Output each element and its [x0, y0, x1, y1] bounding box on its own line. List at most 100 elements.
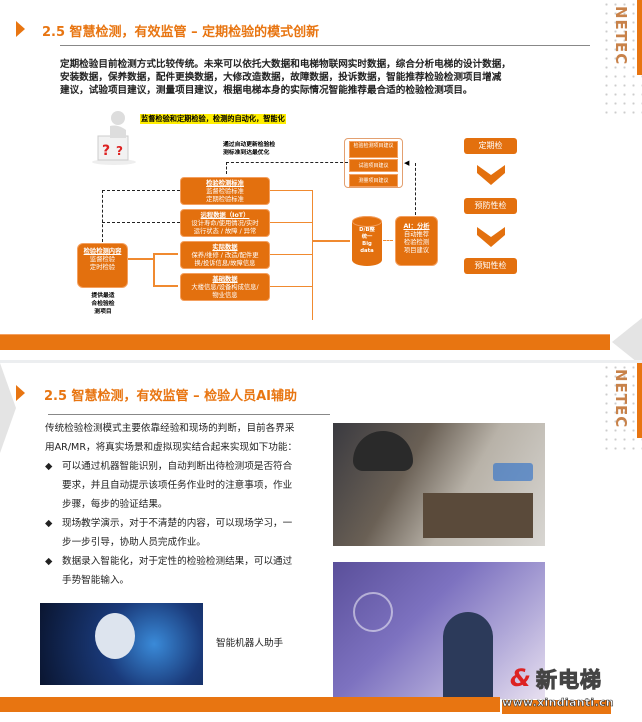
intro-text: 传统检验检测模式主要依靠经验和现场的判断，目前各界采用AR/MR，将真实场景和虚… [45, 423, 298, 453]
watermark-name: 新电梯 [536, 668, 602, 693]
corner-decoration [0, 363, 16, 453]
chevron-marker-icon [16, 21, 25, 37]
netec-logo: NETEC [612, 6, 630, 66]
paragraph-line: 定期检验目前检测方式比较传统。未来可以依托大数据和电梯物联网实时数据，综合分析电… [60, 59, 511, 70]
stage-predictive: 预知性检 [464, 258, 517, 274]
base-data-box: 基础数据 大楼信息/设备构成信息/ 物业信息 [180, 273, 270, 301]
cyl-line: data [360, 248, 374, 254]
box-line: 监督检验标准 [206, 188, 244, 195]
footer-bar [0, 334, 610, 350]
box-line: 监督检验 [89, 256, 116, 263]
cyl-line: Big [362, 241, 372, 247]
dashed-connector [102, 222, 180, 223]
ai-analysis-box: AI：分析 自动推荐 检验检测 项目建议 [395, 216, 438, 266]
suggestion-item: 测量项目建议 [349, 174, 398, 187]
slide-ai-assist: NETEC 2.5 智慧检测，有效监管 – 检验人员AI辅助 传统检验检测模式主… [0, 363, 642, 722]
connector [270, 190, 313, 191]
slide-title: 2.5 智慧检测，有效监管 – 定期检验的模式创新 [42, 25, 320, 40]
robot-assistant-image [40, 603, 203, 685]
optimization-note: 通过自动更新检验检 测标准到达最优化 [223, 141, 275, 157]
dashed-connector [226, 162, 348, 174]
box-line: 保养/维修 / 改造/配件更 [191, 252, 259, 259]
bullet-text: 可以通过机器智能识别，自动判断出待检测项是否符合要求，并且自动提示该项任务作业时… [62, 461, 293, 510]
stage-preventive: 预防性检 [464, 198, 517, 214]
paragraph-line: 安装数据，保养数据，配件更换数据，大修改造数据，故障数据，投诉数据，智能推荐检验… [60, 72, 502, 83]
caption-line: 测项目 [94, 309, 112, 315]
slide-periodic-inspection: NETEC 2.5 智慧检测，有效监管 – 定期检验的模式创新 定期检验目前检测… [0, 0, 642, 360]
mr-training-photo [333, 562, 545, 699]
bullet-item: ◆ 可以通过机器智能识别，自动判断出待检测项是否符合要求，并且自动提示该项任务作业… [45, 457, 299, 514]
note-line: 通过自动更新检验检 [223, 142, 276, 148]
accent-strip [637, 363, 642, 438]
iot-data-box: 远程数据（IoT） 设计寿命/使用情况/实时 运行状态 / 故障 / 异常 [180, 209, 270, 237]
corner-decoration [612, 318, 642, 360]
connector [270, 254, 313, 255]
title-divider [48, 414, 330, 415]
connector [153, 253, 155, 285]
dashed-connector [415, 163, 416, 215]
thinking-figure-icon: ? ? [92, 111, 136, 165]
chevron-down-icon [477, 227, 505, 247]
box-line: 定期检验标准 [206, 196, 244, 203]
box-title: 基础数据 [212, 276, 238, 283]
dot-pattern [602, 0, 642, 120]
big-data-cylinder: D/B整 统一 Big data [352, 216, 382, 266]
diamond-bullet-icon: ◆ [45, 556, 53, 567]
actual-data-box: 实际数据 保养/维修 / 改造/配件更 换/投诉信息/故障信息 [180, 241, 270, 269]
caption-line: 提供最适 [91, 293, 115, 299]
dashed-connector [383, 240, 393, 241]
connector [153, 253, 178, 255]
watermark-url: www.xindianti.cn [502, 696, 614, 710]
box-line: 物业信息 [212, 292, 238, 299]
intro-paragraph: 定期检验目前检测方式比较传统。未来可以依托大数据和电梯物联网实时数据，综合分析电… [60, 58, 600, 97]
caption-line: 合检验检 [91, 301, 115, 307]
bullet-text: 现场教学演示，对于不清楚的内容，可以现场学习，一步一步引导，协助人员完成作业。 [62, 518, 293, 548]
suggestions-panel: 检验检测项目建议 试验项目建议 测量项目建议 [344, 138, 403, 188]
robot-caption: 智能机器人助手 [216, 638, 284, 649]
svg-text:?: ? [116, 144, 123, 158]
box-line: 自动推荐 [403, 231, 430, 238]
highlight-caption: 监督检验和定期检验，检测的自动化，智能化 [140, 114, 286, 124]
box-line: 运行状态 / 故障 / 异常 [193, 228, 257, 235]
title-divider [60, 45, 590, 46]
box-title: 远程数据（IoT） [200, 212, 250, 219]
connector [270, 286, 313, 287]
diamond-bullet-icon: ◆ [45, 518, 53, 529]
cyl-line: 统一 [361, 234, 373, 240]
box-line: 定时检验 [89, 264, 116, 271]
standards-box: 检验检测标准 监督检验标准 定期检验标准 [180, 177, 270, 205]
slide-title: 2.5 智慧检测，有效监管 – 检验人员AI辅助 [44, 389, 298, 404]
bullet-item: ◆ 现场教学演示，对于不清楚的内容，可以现场学习，一步一步引导，协助人员完成作业。 [45, 514, 299, 552]
inspection-content-box: 检验检测内容 监督检验 定时检验 [77, 243, 128, 288]
content-caption: 提供最适 合检验检 测项目 [82, 292, 124, 316]
suggestion-item: 试验项目建议 [349, 159, 398, 172]
box-title: 检验检测内容 [83, 248, 122, 255]
connector [312, 190, 313, 320]
box-line: 大楼信息/设备构成信息/ [191, 284, 259, 291]
box-line: 换/投诉信息/故障信息 [194, 260, 256, 267]
dot-pattern [602, 363, 642, 453]
xindianti-watermark: & 新电梯 www.xindianti.cn [502, 662, 642, 722]
bullet-text: 数据录入智能化，对于定性的检验检测结果，可以通过手势智能输入。 [62, 556, 293, 586]
body-text: 传统检验检测模式主要依靠经验和现场的判断，目前各界采用AR/MR，将真实场景和虚… [45, 419, 299, 590]
svg-text:?: ? [102, 143, 110, 159]
box-line: 项目建议 [403, 247, 430, 254]
suggestion-item: 检验检测项目建议 [349, 141, 398, 158]
note-line: 测标准到达最优化 [223, 150, 270, 156]
chevron-down-icon [477, 165, 505, 185]
chevron-marker-icon [16, 385, 25, 401]
netec-logo: NETEC [612, 369, 630, 429]
cyl-line: D/B整 [359, 227, 375, 233]
box-title: AI：分析 [403, 223, 430, 230]
box-line: 设计寿命/使用情况/实时 [191, 220, 259, 227]
watermark-logo-icon: & [510, 664, 531, 692]
box-title: 实际数据 [212, 244, 238, 251]
connector [312, 240, 350, 242]
bullet-item: ◆ 数据录入智能化，对于定性的检验检测结果，可以通过手势智能输入。 [45, 552, 299, 590]
stage-periodic: 定期检 [464, 138, 517, 154]
paragraph-line: 建议，试验项目建议，测量项目建议，根据电梯本身的实际情况智能推荐最合适的检验检测… [60, 85, 473, 96]
ar-headset-photo [333, 423, 545, 546]
connector [270, 222, 313, 223]
diamond-bullet-icon: ◆ [45, 461, 53, 472]
connector [128, 258, 153, 260]
